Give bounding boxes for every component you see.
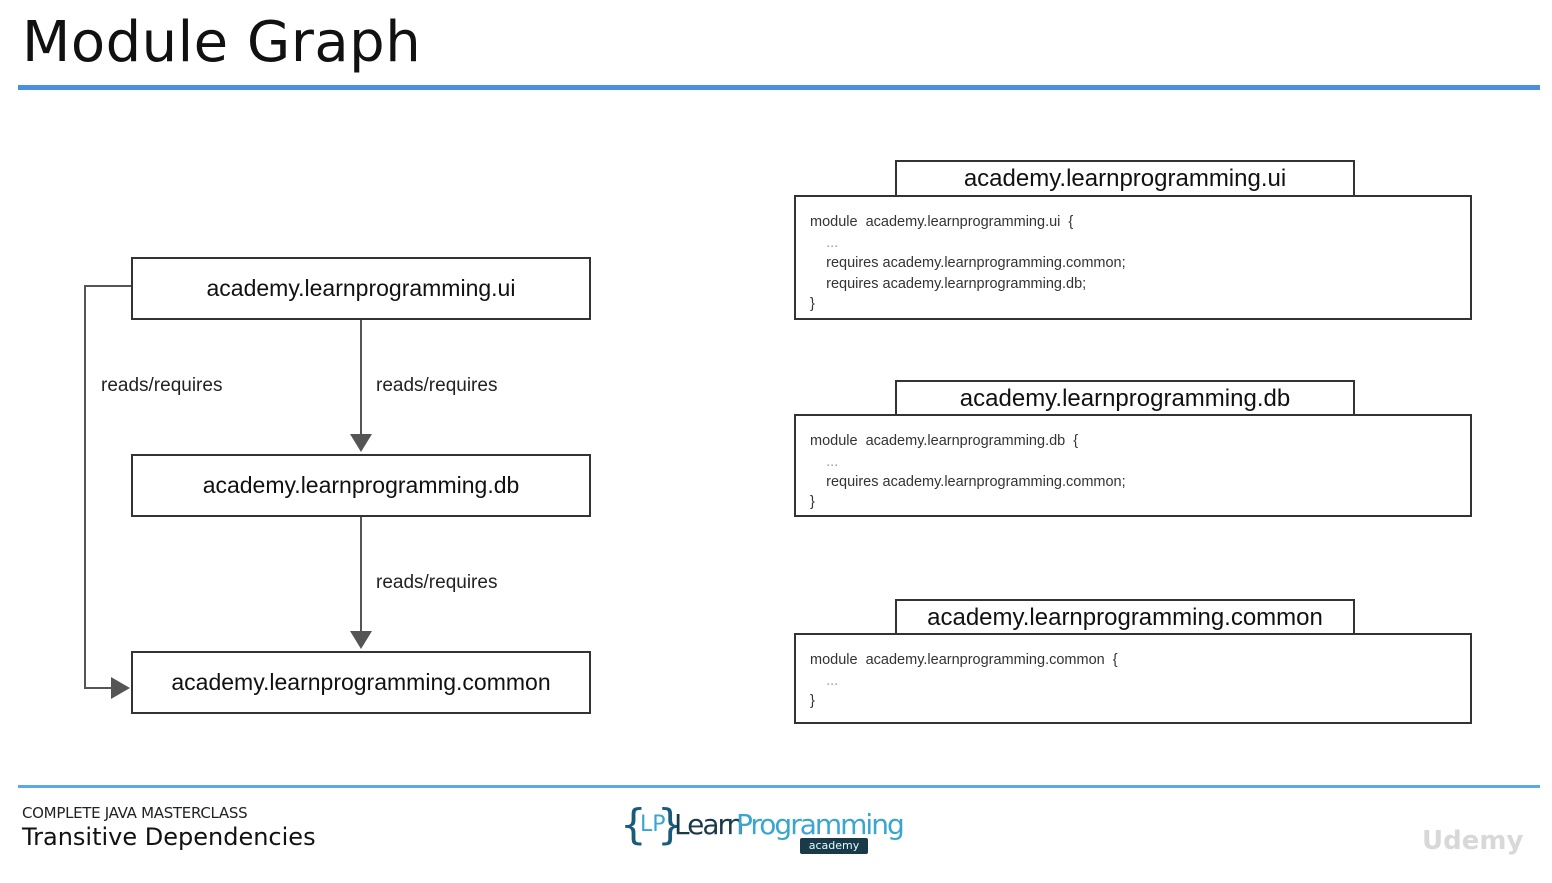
code-line: requires academy.learnprogramming.db; (810, 276, 1087, 292)
code-line: requires academy.learnprogramming.common… (810, 255, 1126, 271)
module-ui-title: academy.learnprogramming.ui (895, 160, 1355, 196)
slide-title: Module Graph (22, 10, 422, 75)
code-line: module academy.learnprogramming.ui { (810, 214, 1074, 230)
code-line: module academy.learnprogramming.common { (810, 652, 1118, 668)
arrowhead-ui-to-db (350, 434, 372, 452)
code-line: ... (810, 673, 839, 689)
module-db-title: academy.learnprogramming.db (895, 380, 1355, 415)
logo-brace-open: { (620, 800, 647, 849)
code-line: ... (810, 454, 839, 470)
footer-divider (18, 785, 1540, 788)
logo-word-programming: Programming (736, 808, 905, 841)
logo-brace-close: } (657, 800, 684, 849)
module-common-code: module academy.learnprogramming.common {… (794, 633, 1472, 724)
edge-ui-to-common (84, 285, 131, 689)
code-line: module academy.learnprogramming.db { (810, 433, 1079, 449)
title-divider (18, 85, 1540, 90)
module-db-code: module academy.learnprogramming.db { ...… (794, 414, 1472, 517)
arrowhead-db-to-common (350, 631, 372, 649)
module-common-title: academy.learnprogramming.common (895, 599, 1355, 634)
node-ui: academy.learnprogramming.ui (131, 257, 591, 320)
node-db: academy.learnprogramming.db (131, 454, 591, 517)
learnprogramming-logo: { LP } Learn Programming academy (620, 800, 905, 860)
edge-label-ui-db: reads/requires (376, 375, 498, 396)
lecture-topic: Transitive Dependencies (22, 823, 316, 851)
code-line: } (810, 296, 815, 312)
udemy-watermark: Udemy (1422, 826, 1524, 856)
module-ui-code: module academy.learnprogramming.ui { ...… (794, 195, 1472, 320)
logo-word-learn: Learn (674, 808, 744, 841)
edge-label-db-common: reads/requires (376, 572, 498, 593)
code-line: } (810, 693, 815, 709)
code-line: requires academy.learnprogramming.common… (810, 474, 1126, 490)
logo-initials: LP (640, 812, 666, 837)
edge-label-ui-common: reads/requires (101, 375, 223, 396)
arrowhead-ui-to-common (111, 677, 130, 699)
node-common: academy.learnprogramming.common (131, 651, 591, 714)
code-line: ... (810, 235, 839, 251)
course-name: COMPLETE JAVA MASTERCLASS (22, 804, 248, 822)
code-line: } (810, 494, 815, 510)
logo-badge: academy (800, 838, 868, 854)
